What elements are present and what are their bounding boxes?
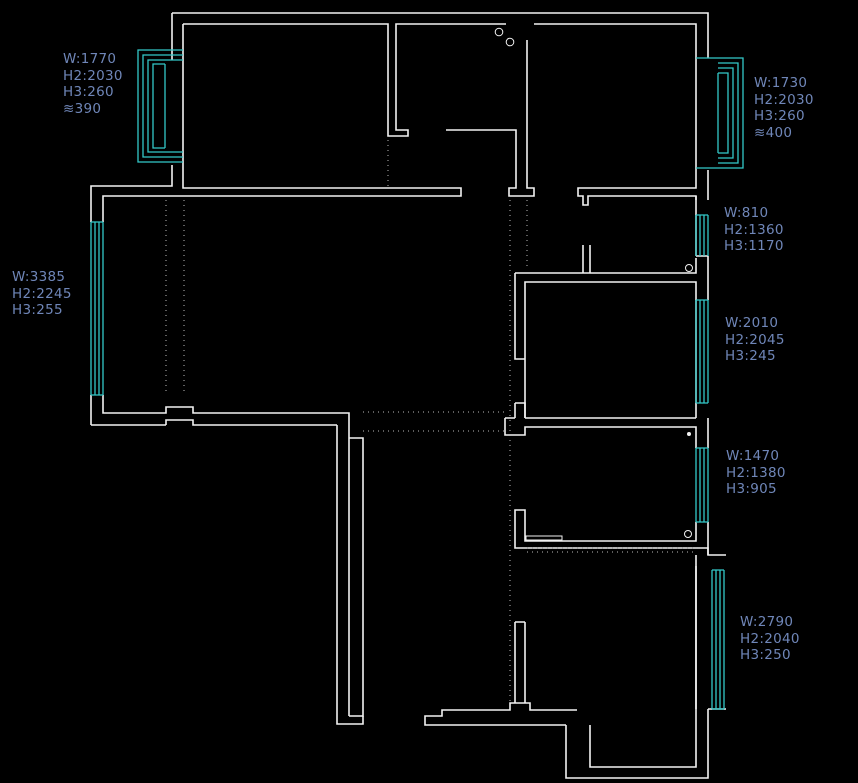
fixture-circle	[494, 27, 504, 37]
exterior-wall-inner	[102, 24, 462, 717]
fixture-circle	[505, 37, 515, 47]
room-right-stack	[504, 196, 709, 709]
corridor-post	[514, 402, 526, 418]
window-left-large-symbol	[90, 221, 104, 396]
fixture-dot	[687, 432, 691, 436]
window-top-left-symbol	[137, 49, 183, 163]
room-top-middle	[446, 23, 697, 206]
exterior-wall-outer	[90, 12, 726, 779]
fixture-circle	[684, 530, 692, 538]
window-right-bottom-symbol	[711, 569, 725, 710]
radiator	[525, 535, 563, 541]
room-bottom-right	[514, 566, 697, 768]
room-top-left	[183, 23, 506, 137]
fixture-circle	[685, 264, 693, 272]
window-right-small-symbol	[695, 214, 709, 256]
opening-lines	[165, 140, 696, 703]
window-top-right-symbol	[696, 57, 744, 169]
window-right-middle-symbol	[695, 299, 709, 404]
window-right-lower-symbol	[695, 447, 709, 523]
